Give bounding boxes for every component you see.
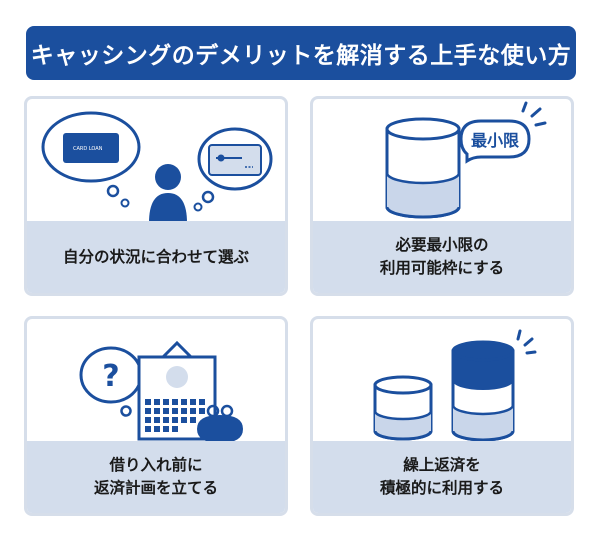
bank-card-thought-icon [193, 127, 273, 212]
bubble-text: 最小限 [471, 131, 520, 150]
card3-illustration: ? [79, 340, 243, 443]
card1-illustration: CARD LOAN [41, 111, 273, 223]
caption-line-1: 借り入れ前に [109, 456, 203, 474]
caption-line-2: 積極的に利用する [379, 479, 504, 497]
caption-line-1: 自分の状況に合わせて選ぶ [62, 247, 249, 266]
person-icon [149, 164, 187, 223]
caption-line-2: 返済計画を立てる [93, 479, 218, 497]
caption-line-1: 繰上返済を [403, 456, 481, 474]
tip-card-minimum-limit: 最小限 必要最小限の 利用可能枠にする [310, 96, 574, 296]
small-cylinder-icon [373, 375, 433, 441]
question-mark: ? [102, 359, 119, 394]
caption-line-1: 必要最小限の [395, 236, 489, 254]
tip-card-choose-by-situation: CARD LOAN 自分の状況に合わせて選ぶ [24, 96, 288, 296]
large-cylinder-icon [451, 329, 537, 442]
card-loan-thought-icon: CARD LOAN [41, 111, 141, 208]
caption: 借り入れ前に 返済計画を立てる [27, 441, 285, 513]
cylinder-icon [385, 117, 461, 219]
speech-bubble-icon: 最小限 [459, 101, 547, 164]
card2-illustration: 最小限 [385, 101, 547, 219]
page-title: キャッシングのデメリットを解消する上手な使い方 [30, 43, 572, 69]
title-banner: キャッシングのデメリットを解消する上手な使い方 [26, 26, 576, 80]
question-bubble-icon: ? [79, 346, 143, 417]
tip-card-early-repayment: 繰上返済を 積極的に利用する [310, 316, 574, 516]
calendar-icon [137, 340, 217, 441]
caption: 繰上返済を 積極的に利用する [313, 441, 571, 513]
caption: 必要最小限の 利用可能枠にする [313, 221, 571, 293]
tip-card-repayment-plan: ? 借り入れ前に 返済計画を立てる [24, 316, 288, 516]
caption: 自分の状況に合わせて選ぶ [27, 221, 285, 293]
card-loan-text: CARD LOAN [73, 146, 103, 152]
caption-line-2: 利用可能枠にする [379, 259, 505, 277]
coin-purse-icon [197, 404, 243, 443]
card4-illustration [373, 329, 537, 442]
